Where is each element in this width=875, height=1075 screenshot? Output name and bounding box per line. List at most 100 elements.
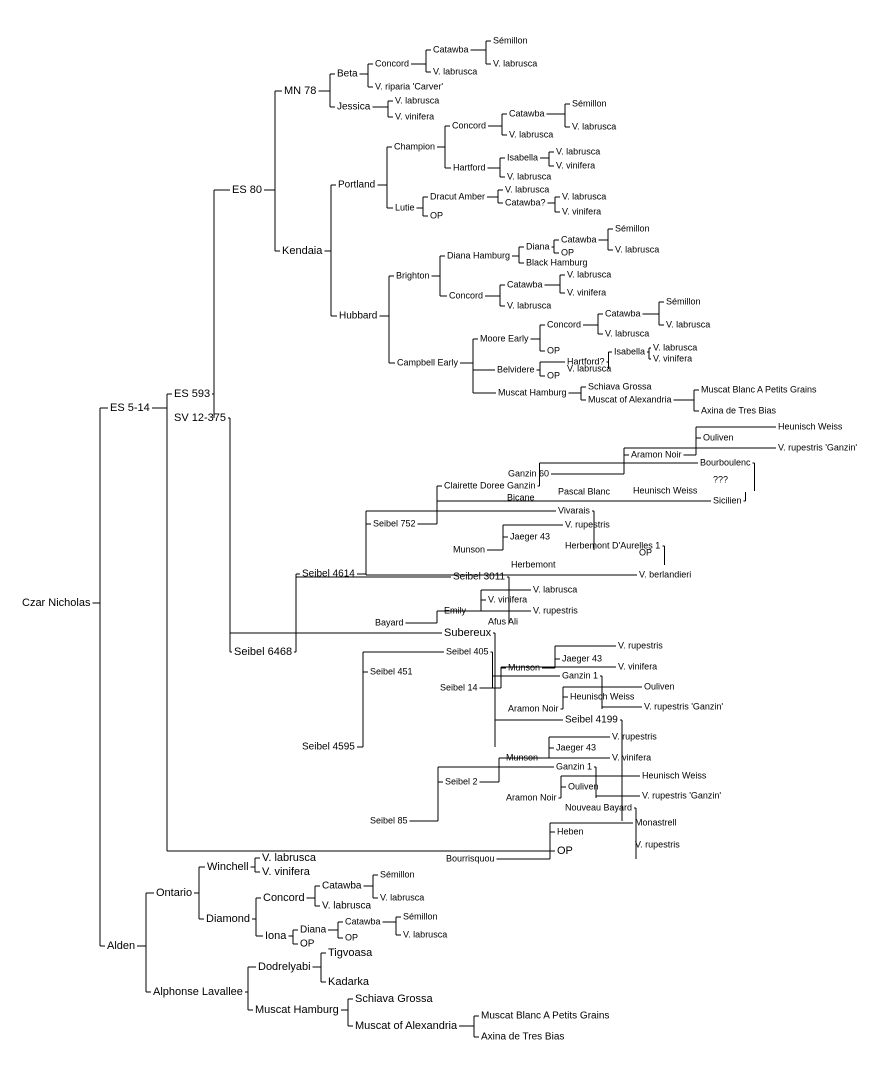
node-label-v-labrusca: V. labrusca (322, 901, 372, 912)
node-label-heunisch-weiss: Heunisch Weiss (633, 485, 698, 495)
node-label-subereux: Subereux (444, 627, 492, 639)
node-label-s-millon: Sémillon (380, 869, 415, 879)
node-label-s-millon: Sémillon (572, 98, 607, 108)
node-label-concord: Concord (375, 58, 409, 68)
node-label-catawba: Catawba (433, 44, 469, 54)
node-label-alden: Alden (107, 940, 135, 952)
node-label-v-rupestris-ganzin: V. rupestris 'Ganzin' (644, 701, 723, 711)
node-label-aramon-noir: Aramon Noir (631, 449, 682, 459)
node-label-v-rupestris: V. rupestris (612, 731, 657, 741)
node-label-v-vinifera: V. vinifera (567, 287, 606, 297)
node-label-black-hamburg: Black Hamburg (526, 257, 588, 267)
node-label-v-vinifera: V. vinifera (618, 661, 657, 671)
node-label-monastrell: Monastrell (635, 817, 677, 827)
node-label-bicane: Bicane (507, 492, 535, 502)
node-label-v-rupestris: V. rupestris (618, 640, 663, 650)
node-label-diana: Diana (526, 241, 550, 251)
node-label-es-593: ES 593 (174, 388, 210, 400)
node-label-v-labrusca: V. labrusca (395, 95, 439, 105)
node-label-isabella: Isabella (507, 152, 538, 162)
node-label-v-labrusca: V. labrusca (403, 929, 447, 939)
node-label-seibel-3011: Seibel 3011 (453, 572, 506, 583)
node-label-v-labrusca: V. labrusca (433, 66, 477, 76)
node-label-hartford: Hartford? (567, 356, 605, 366)
node-label-bourboulenc: Bourboulenc (700, 457, 751, 467)
node-label-munson: Munson (453, 544, 485, 554)
node-label-portland: Portland (338, 180, 375, 191)
node-label-v-rupestris: V. rupestris (635, 839, 680, 849)
node-label-v-labrusca: V. labrusca (509, 129, 553, 139)
node-label-mn-78: MN 78 (284, 85, 316, 97)
node-label-herbemont-d-aurelles-1: Herbemont D'Aurelles 1 (565, 540, 660, 550)
node-label-emily: Emily (444, 605, 466, 615)
node-label-v-vinifera: V. vinifera (488, 594, 527, 604)
node-label-catawba: Catawba (605, 308, 641, 318)
node-label-jessica: Jessica (337, 102, 371, 113)
node-label-catawba: Catawba (509, 108, 545, 118)
node-label-axina-de-tres-bias: Axina de Tres Bias (481, 1032, 564, 1043)
node-label-v-vinifera: V. vinifera (395, 111, 434, 121)
node-label-seibel-4199: Seibel 4199 (565, 715, 618, 726)
node-label-v-vinifera: V. vinifera (612, 752, 651, 762)
node-label-herbemont: Herbemont (511, 559, 556, 569)
node-label-v-labrusca: V. labrusca (380, 892, 424, 902)
node-label-op: OP (639, 547, 652, 557)
node-label-es-5-14: ES 5-14 (110, 402, 150, 414)
node-label-axina-de-tres-bias: Axina de Tres Bias (701, 405, 777, 415)
node-label-v-labrusca: V. labrusca (493, 58, 537, 68)
node-label-op: OP (561, 247, 574, 257)
node-label-s-millon: Sémillon (493, 35, 528, 45)
node-label-heunisch-weiss: Heunisch Weiss (642, 770, 707, 780)
node-label-champion: Champion (394, 141, 435, 151)
node-label-czar-nicholas: Czar Nicholas (22, 597, 91, 609)
node-label-tigvoasa: Tigvoasa (328, 947, 373, 959)
node-label-v-labrusca: V. labrusca (653, 342, 697, 352)
node-label-v-rupestris-ganzin: V. rupestris 'Ganzin' (778, 442, 857, 452)
node-label-sv-12-375: SV 12-375 (174, 412, 226, 424)
node-label-v-labrusca: V. labrusca (605, 328, 649, 338)
node-label-kendaia: Kendaia (282, 245, 323, 257)
node-label-beta: Beta (337, 69, 358, 80)
node-label-pascal-blanc: Pascal Blanc (558, 486, 611, 496)
node-label-aramon-noir: Aramon Noir (508, 703, 559, 713)
node-label-ouliven: Ouliven (703, 432, 734, 442)
node-label-aramon-noir: Aramon Noir (506, 792, 557, 802)
node-label-sicilien: Sicilien (713, 495, 742, 505)
node-label-v-labrusca: V. labrusca (262, 852, 317, 864)
node-label-muscat-hamburg: Muscat Hamburg (498, 387, 567, 397)
node-label-v-labrusca: V. labrusca (507, 171, 551, 181)
node-label-catawba: Catawba (322, 881, 362, 892)
node-label-v-labrusca: V. labrusca (505, 184, 549, 194)
node-label-s-millon: Sémillon (615, 223, 650, 233)
node-label-op: OP (300, 939, 315, 950)
node-label-diana: Diana (300, 925, 327, 936)
node-label-catawba: Catawba (507, 279, 543, 289)
node-label-v-vinifera: V. vinifera (556, 160, 595, 170)
node-label-kadarka: Kadarka (328, 976, 370, 988)
node-label-bourrisquou: Bourrisquou (446, 853, 495, 863)
node-label-nouveau-bayard: Nouveau Bayard (565, 802, 632, 812)
node-label-op: OP (547, 345, 560, 355)
node-label-seibel-14: Seibel 14 (440, 682, 478, 692)
node-label-schiava-grossa: Schiava Grossa (355, 993, 434, 1005)
node-label-bayard: Bayard (375, 617, 404, 627)
node-label-catawba: Catawba (561, 234, 597, 244)
node-label-v-labrusca: V. labrusca (556, 146, 600, 156)
node-label-v-labrusca: V. labrusca (572, 121, 616, 131)
node-label-v-rupestris-ganzin: V. rupestris 'Ganzin' (642, 790, 721, 800)
node-label-ouliven: Ouliven (568, 781, 599, 791)
node-label-op: OP (430, 210, 443, 220)
node-label-v-labrusca: V. labrusca (666, 319, 710, 329)
node-label-jaeger-43: Jaeger 43 (510, 531, 550, 541)
node-label-node: ??? (713, 474, 728, 484)
node-label-isabella: Isabella (614, 346, 645, 356)
node-label-v-berlandieri: V. berlandieri (639, 569, 691, 579)
node-label-v-rupestris: V. rupestris (565, 519, 610, 529)
node-label-afus-ali: Afus Ali (488, 616, 518, 626)
node-label-lutie: Lutie (395, 202, 415, 212)
node-label-op: OP (547, 370, 560, 380)
node-label-concord: Concord (547, 319, 581, 329)
node-label-concord: Concord (449, 290, 483, 300)
node-label-ontario: Ontario (156, 887, 192, 899)
